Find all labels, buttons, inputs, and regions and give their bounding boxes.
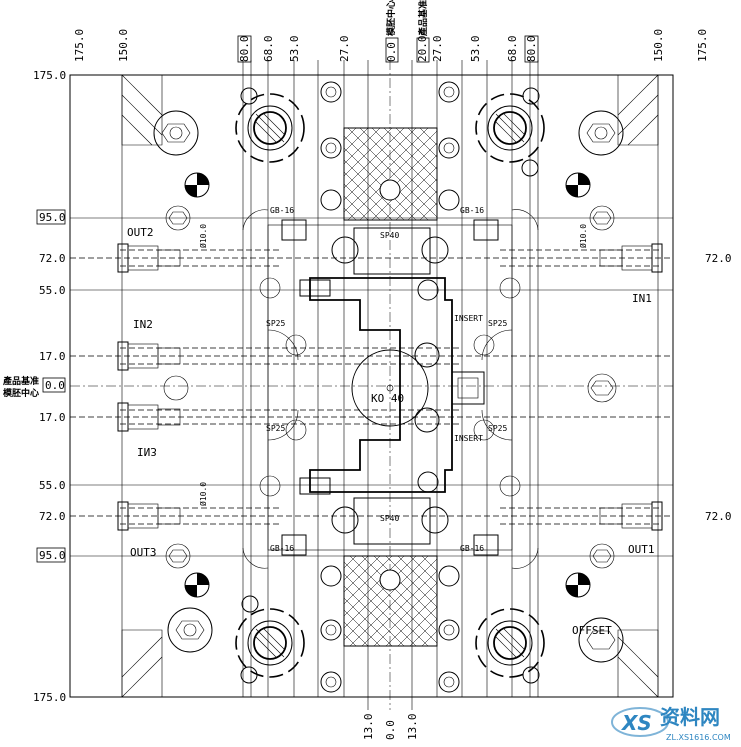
label-sp25-left: SP25 xyxy=(266,319,285,328)
watermark-brand: 资料网 xyxy=(660,705,720,729)
dim-top-27-left: 27.0 xyxy=(338,36,351,63)
dim-right-72-top: 72.0 xyxy=(705,252,732,265)
label-ko: KO 40 xyxy=(371,392,404,405)
label-sp40-bottom: SP40 xyxy=(380,514,399,523)
dim-top-0-box: 0.0 xyxy=(385,37,399,63)
dim-left-95-top: 95.0 xyxy=(39,211,66,224)
label-out3: OUT3 xyxy=(130,546,157,559)
label-in3: IN3 xyxy=(137,445,157,458)
dim-top-20-box: 20.0 xyxy=(416,36,430,63)
core-cavity xyxy=(242,209,539,569)
watermark-url: ZL.XS1616.COM xyxy=(666,733,731,742)
guide-pillars xyxy=(235,93,545,678)
part-labels: OUT2 IN1 IN2 IN3 OUT3 OUT1 KO 40 OFFSET … xyxy=(127,206,655,637)
label-insert-bottom: INSERT xyxy=(454,434,483,443)
dim-left-55-bottom: 55.0 xyxy=(39,479,66,492)
dim-top-80-left-box: 80.0 xyxy=(237,36,252,63)
dim-top-0: 0.0 xyxy=(385,42,398,62)
label-sp25-right: SP25 xyxy=(488,319,507,328)
dim-top-53-left: 53.0 xyxy=(288,36,301,63)
label-out2: OUT2 xyxy=(127,226,154,239)
dim-left-55-top: 55.0 xyxy=(39,284,66,297)
label-sp25-left-b: SP25 xyxy=(266,424,285,433)
datum-symbols xyxy=(184,172,591,598)
dim-left-175-bottom: 175.0 xyxy=(33,691,66,704)
label-insert-top: INSERT xyxy=(454,314,483,323)
label-gb-bl: GB-16 xyxy=(270,544,294,553)
dim-top-68-right: 68.0 xyxy=(506,36,519,63)
product-datum-label-top: 產品基准 xyxy=(417,0,429,37)
runner-blocks xyxy=(343,127,438,647)
horizontal-reference-lines xyxy=(70,217,673,557)
dim-top-175-right: 175.0 xyxy=(696,29,709,62)
socket-bolts xyxy=(153,110,624,663)
dim-top-20: 20.0 xyxy=(416,36,429,63)
product-datum-label-left: 產品基准 xyxy=(2,375,39,387)
dim-left-0: 0.0 xyxy=(45,379,65,392)
label-gb-tr: GB-16 xyxy=(460,206,484,215)
dim-top-53-right: 53.0 xyxy=(469,36,482,63)
water-fittings xyxy=(117,243,663,531)
right-dimensions: 72.0 72.0 xyxy=(705,252,732,523)
label-dia10-tr: Ø10.0 xyxy=(578,224,588,248)
label-dia10-tl: Ø10.0 xyxy=(198,224,208,248)
label-offset: OFFSET xyxy=(572,624,612,637)
label-sp25-right-b: SP25 xyxy=(488,424,507,433)
dim-top-27-right: 27.0 xyxy=(431,36,444,63)
dim-left-175-top: 175.0 xyxy=(33,69,66,82)
dim-top-68-left: 68.0 xyxy=(262,36,275,63)
dim-top-150-right: 150.0 xyxy=(652,29,665,62)
label-in1: IN1 xyxy=(632,292,652,305)
label-in2: IN2 xyxy=(133,318,153,331)
left-dimensions: 175.0 95.0 72.0 55.0 17.0 0.0 產品基准 模胚中心 … xyxy=(2,69,66,704)
label-gb-br: GB-16 xyxy=(460,544,484,553)
dim-bottom-13-left: 13.0 xyxy=(362,714,375,741)
mold-center-label-left: 模胚中心 xyxy=(3,387,39,399)
dim-top-80-right-box: 80.0 xyxy=(524,36,539,63)
dim-left-72-bottom: 72.0 xyxy=(39,510,66,523)
dim-top-80-left: 80.0 xyxy=(238,36,251,63)
dim-left-72-top: 72.0 xyxy=(39,252,66,265)
corner-blocks xyxy=(121,74,659,698)
bottom-dimensions: 13.0 0.0 13.0 xyxy=(362,714,419,741)
label-gb-tl: GB-16 xyxy=(270,206,294,215)
dim-right-72-bottom: 72.0 xyxy=(705,510,732,523)
dim-left-17-bottom: 17.0 xyxy=(39,411,66,424)
dim-bottom-0: 0.0 xyxy=(384,720,397,740)
dim-left-17-top: 17.0 xyxy=(39,350,66,363)
dim-top-150-left: 150.0 xyxy=(117,29,130,62)
mold-center-label-top: 模胚中心 xyxy=(385,0,397,36)
label-out1: OUT1 xyxy=(628,543,655,556)
label-dia10-bl: Ø10.0 xyxy=(198,482,208,506)
watermark-logo: XS xyxy=(620,711,652,735)
dim-left-95-bottom: 95.0 xyxy=(39,549,66,562)
dim-top-80-right: 80.0 xyxy=(525,36,538,63)
ejector-holes xyxy=(240,81,540,693)
top-dimensions: 175.0 150.0 80.0 68.0 53.0 27.0 0.0 模胚中心… xyxy=(73,0,709,63)
label-sp40-top: SP40 xyxy=(380,231,399,240)
dim-top-175-left: 175.0 xyxy=(73,29,86,62)
watermark: XS 资料网 ZL.XS1616.COM xyxy=(611,705,731,742)
dim-bottom-13-right: 13.0 xyxy=(406,714,419,741)
